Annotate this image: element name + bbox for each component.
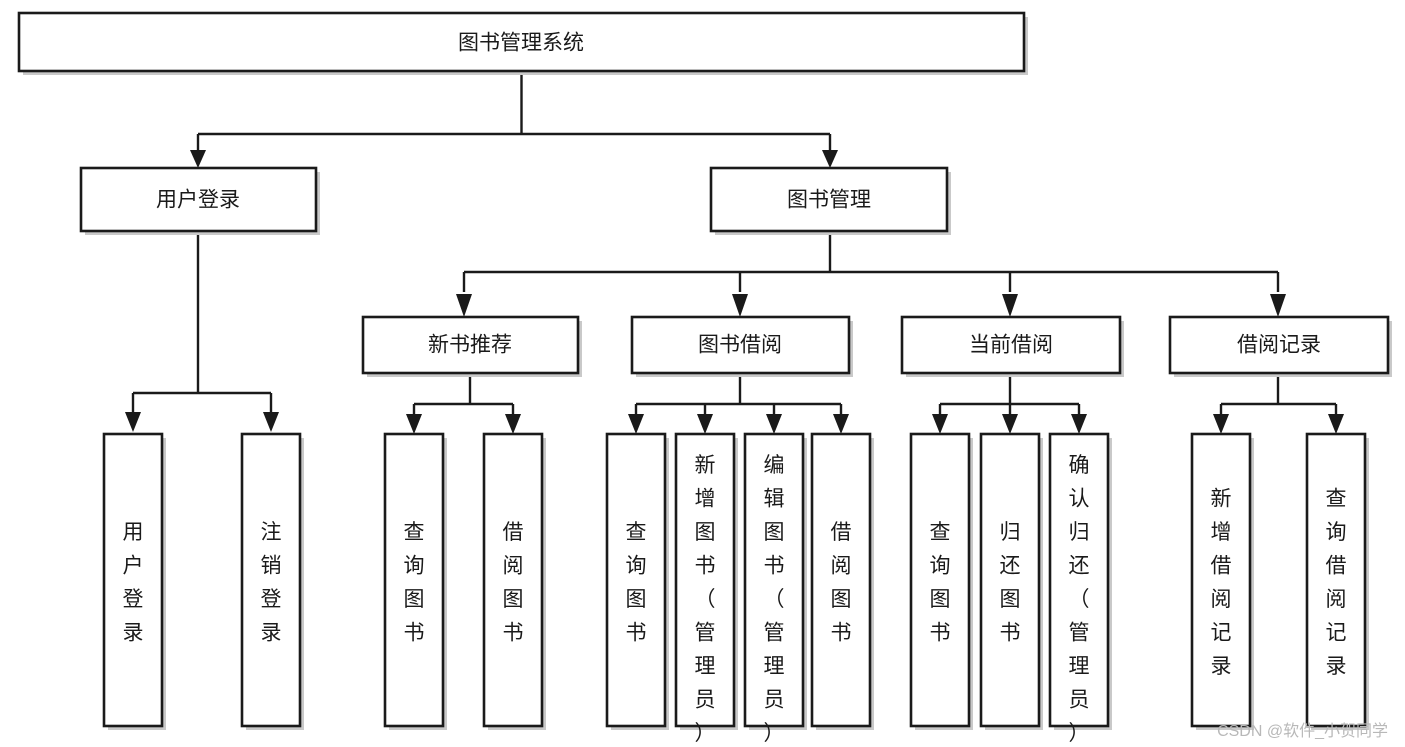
- leaf-borrow-edit-label: 编辑图书（管理员）: [764, 454, 785, 745]
- leaf-user-logout-label: 注销登录: [261, 521, 282, 645]
- leaf-borrow-lend-box[interactable]: [810, 432, 872, 728]
- node-record-box[interactable]: [1168, 315, 1390, 375]
- node-login-label: 用户登录: [156, 189, 240, 212]
- arrowhead-newbook: [456, 294, 472, 317]
- node-current-label: 当前借阅: [969, 334, 1053, 357]
- arrowhead-leaf-newbook-query: [406, 414, 422, 434]
- arrowhead-login: [190, 150, 206, 168]
- arrowhead-leaf-user-login: [125, 412, 141, 432]
- leaf-borrow-lend[interactable]: 借阅图书: [810, 432, 874, 730]
- arrowhead-leaf-borrow-query: [628, 414, 644, 434]
- leaf-current-return-label: 归还图书: [1000, 521, 1021, 645]
- leaf-newbook-borrow-box[interactable]: [482, 432, 544, 728]
- node-newbook-box[interactable]: [361, 315, 580, 375]
- leaf-newbook-query[interactable]: 查询图书: [383, 432, 447, 730]
- node-login-box[interactable]: [79, 166, 318, 233]
- leaf-user-logout-box[interactable]: [240, 432, 302, 728]
- node-newbook[interactable]: 新书推荐: [361, 315, 582, 377]
- edge-group: [125, 73, 1344, 434]
- arrowhead-leaf-borrow-add: [697, 414, 713, 434]
- leaf-current-confirm[interactable]: 确认归还（管理员）: [1048, 432, 1112, 745]
- csdn-watermark: CSDN @软件_小贺同学: [1217, 723, 1388, 740]
- leaf-current-query-label: 查询图书: [930, 521, 951, 645]
- leaf-borrow-query-label: 查询图书: [626, 521, 647, 645]
- leaf-record-add[interactable]: 新增借阅记录: [1190, 432, 1254, 730]
- arrowhead-leaf-record-query: [1328, 414, 1344, 434]
- leaf-current-query-box[interactable]: [909, 432, 971, 728]
- node-borrow-label: 图书借阅: [698, 334, 782, 357]
- arrowhead-leaf-newbook-borrow: [505, 414, 521, 434]
- node-record-label: 借阅记录: [1237, 334, 1321, 357]
- leaf-user-login[interactable]: 用户登录: [102, 432, 166, 730]
- leaf-newbook-borrow[interactable]: 借阅图书: [482, 432, 546, 730]
- node-login[interactable]: 用户登录: [79, 166, 320, 235]
- node-record[interactable]: 借阅记录: [1168, 315, 1392, 377]
- leaf-borrow-query[interactable]: 查询图书: [605, 432, 669, 730]
- node-root-label: 图书管理系统: [458, 32, 584, 55]
- leaf-user-logout[interactable]: 注销登录: [240, 432, 304, 730]
- leaf-record-query[interactable]: 查询借阅记录: [1305, 432, 1369, 730]
- leaf-current-confirm-box[interactable]: [1048, 432, 1110, 728]
- leaf-borrow-query-box[interactable]: [605, 432, 667, 728]
- arrowhead-leaf-borrow-lend: [833, 414, 849, 434]
- node-bookmgr[interactable]: 图书管理: [709, 166, 951, 235]
- leaf-newbook-borrow-label: 借阅图书: [503, 521, 524, 645]
- leaf-user-login-box[interactable]: [102, 432, 164, 728]
- arrowhead-leaf-current-return: [1002, 414, 1018, 434]
- arrowhead-leaf-record-add: [1213, 414, 1229, 434]
- node-current[interactable]: 当前借阅: [900, 315, 1124, 377]
- arrowhead-leaf-user-logout: [263, 412, 279, 432]
- leaf-borrow-add-label: 新增图书（管理员）: [695, 454, 716, 745]
- arrowhead-leaf-borrow-edit: [766, 414, 782, 434]
- node-newbook-label: 新书推荐: [428, 334, 512, 357]
- leaf-borrow-add[interactable]: 新增图书（管理员）: [674, 432, 738, 745]
- leaf-record-query-label: 查询借阅记录: [1326, 488, 1347, 679]
- leaf-current-return[interactable]: 归还图书: [979, 432, 1043, 730]
- leaf-current-query[interactable]: 查询图书: [909, 432, 973, 730]
- node-root[interactable]: 图书管理系统: [17, 11, 1028, 75]
- leaf-borrow-lend-label: 借阅图书: [831, 521, 852, 645]
- leaf-record-add-label: 新增借阅记录: [1211, 488, 1232, 679]
- node-bookmgr-box[interactable]: [709, 166, 949, 233]
- node-borrow-box[interactable]: [630, 315, 851, 375]
- leaf-newbook-query-label: 查询图书: [404, 521, 425, 645]
- arrowhead-record: [1270, 294, 1286, 317]
- arrowhead-bookmgr: [822, 150, 838, 168]
- arrowhead-leaf-current-confirm: [1071, 414, 1087, 434]
- leaf-newbook-query-box[interactable]: [383, 432, 445, 728]
- node-borrow[interactable]: 图书借阅: [630, 315, 853, 377]
- leaf-borrow-edit-box[interactable]: [743, 432, 805, 728]
- node-root-box[interactable]: [17, 11, 1026, 73]
- node-current-box[interactable]: [900, 315, 1122, 375]
- node-bookmgr-label: 图书管理: [787, 189, 871, 212]
- leaf-current-confirm-label: 确认归还（管理员）: [1069, 454, 1090, 745]
- leaf-record-add-box[interactable]: [1190, 432, 1252, 728]
- arrowhead-current: [1002, 294, 1018, 317]
- arrowhead-leaf-current-query: [932, 414, 948, 434]
- leaf-borrow-edit[interactable]: 编辑图书（管理员）: [743, 432, 807, 745]
- leaf-user-login-label: 用户登录: [123, 521, 144, 645]
- arrowhead-borrow: [732, 294, 748, 317]
- leaf-record-query-box[interactable]: [1305, 432, 1367, 728]
- leaf-current-return-box[interactable]: [979, 432, 1041, 728]
- leaf-borrow-add-box[interactable]: [674, 432, 736, 728]
